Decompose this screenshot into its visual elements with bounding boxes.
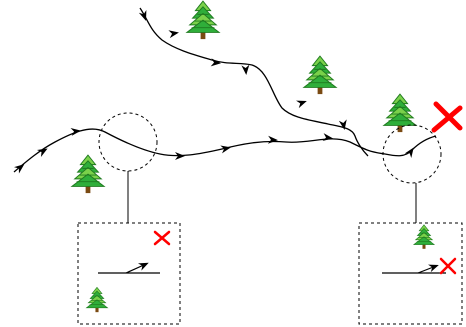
pine-tree-icon [71,154,105,194]
arrowhead-icon [241,64,251,76]
arrowhead-icon [210,58,222,68]
zoom-inset-left [77,222,181,325]
red-x-icon [153,230,171,246]
zoom-inset-right [358,222,463,325]
arrowhead-icon [138,10,150,23]
zoom-circle-left [98,112,158,172]
pine-tree-icon [383,93,417,133]
red-x-icon [439,257,457,275]
red-x-icon [431,101,463,133]
pine-tree-icon [186,0,220,40]
arrowhead-icon [322,133,334,143]
pine-tree-icon [303,55,337,95]
zoom-circle-right [382,124,442,184]
arrowhead-icon [267,135,279,145]
arrowhead-icon [168,28,180,39]
trajectory-upper [139,7,369,157]
trajectory-lower [13,128,437,173]
arrowhead-icon [296,97,309,109]
